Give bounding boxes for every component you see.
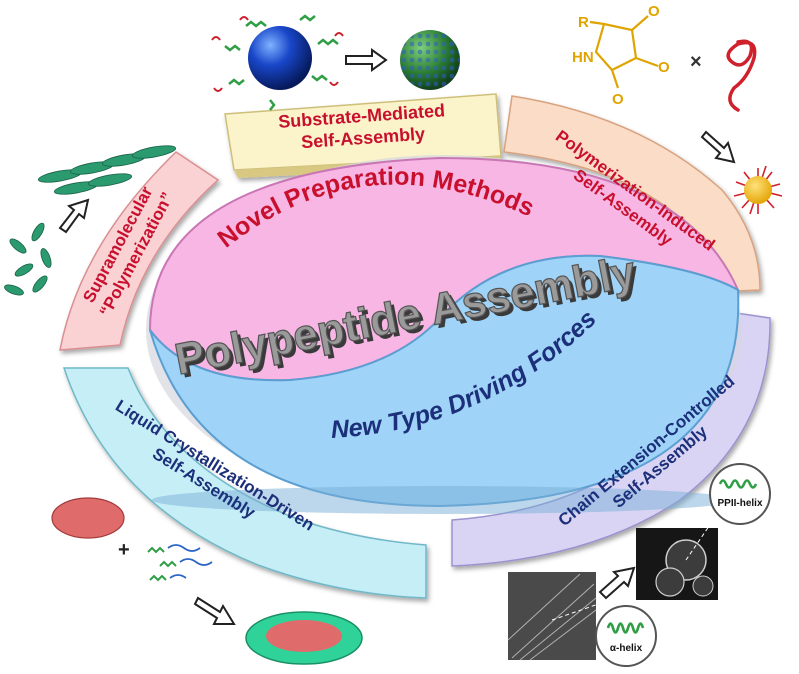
red-platelet bbox=[51, 497, 125, 539]
plus-sign-top: × bbox=[690, 51, 702, 73]
monomer-r-label: R bbox=[578, 14, 589, 31]
center-yin-yang bbox=[146, 155, 742, 514]
micrograph-vesicles bbox=[636, 509, 721, 600]
segment-liquid-crystal bbox=[62, 367, 427, 599]
segment-supramolecular bbox=[59, 151, 220, 351]
micelle-illustration bbox=[733, 165, 783, 215]
arrow-icon bbox=[700, 130, 736, 164]
arrow-icon bbox=[58, 198, 90, 234]
ppii-helix-badge: PPII-helix bbox=[709, 463, 771, 525]
monomer-o1-label: O bbox=[648, 3, 660, 20]
arrow-icon bbox=[598, 566, 636, 600]
arrow-icon bbox=[345, 48, 388, 72]
nca-monomer-structure bbox=[589, 15, 659, 89]
plus-sign-bottom: + bbox=[118, 539, 130, 561]
micrograph-fibers bbox=[507, 572, 611, 661]
monomer-o2-label: O bbox=[658, 59, 670, 76]
polymer-chain bbox=[726, 39, 757, 112]
decorated-sphere-chains bbox=[224, 14, 339, 111]
monomer-o3-label: O bbox=[612, 91, 624, 108]
substrate-illustration bbox=[211, 14, 460, 111]
liquid-crystal-illustration: + bbox=[51, 497, 363, 665]
alpha-helix-label: α-helix bbox=[610, 643, 643, 654]
segment-polymerization-induced bbox=[503, 95, 761, 293]
outer-ring bbox=[59, 93, 771, 599]
chain-extension-illustration: PPII-helix α-helix bbox=[507, 463, 771, 667]
blue-sphere bbox=[248, 26, 312, 90]
monomer-hn-label: HN bbox=[572, 49, 594, 66]
ppii-helix-icon bbox=[718, 479, 758, 489]
arrow-icon bbox=[193, 596, 236, 625]
coated-platelet-inner bbox=[266, 620, 342, 652]
ppii-helix-label: PPII-helix bbox=[717, 498, 762, 509]
alpha-helix-badge: α-helix bbox=[595, 605, 657, 667]
supramolecular-fibers bbox=[4, 145, 177, 296]
alpha-helix-icon bbox=[606, 622, 645, 634]
